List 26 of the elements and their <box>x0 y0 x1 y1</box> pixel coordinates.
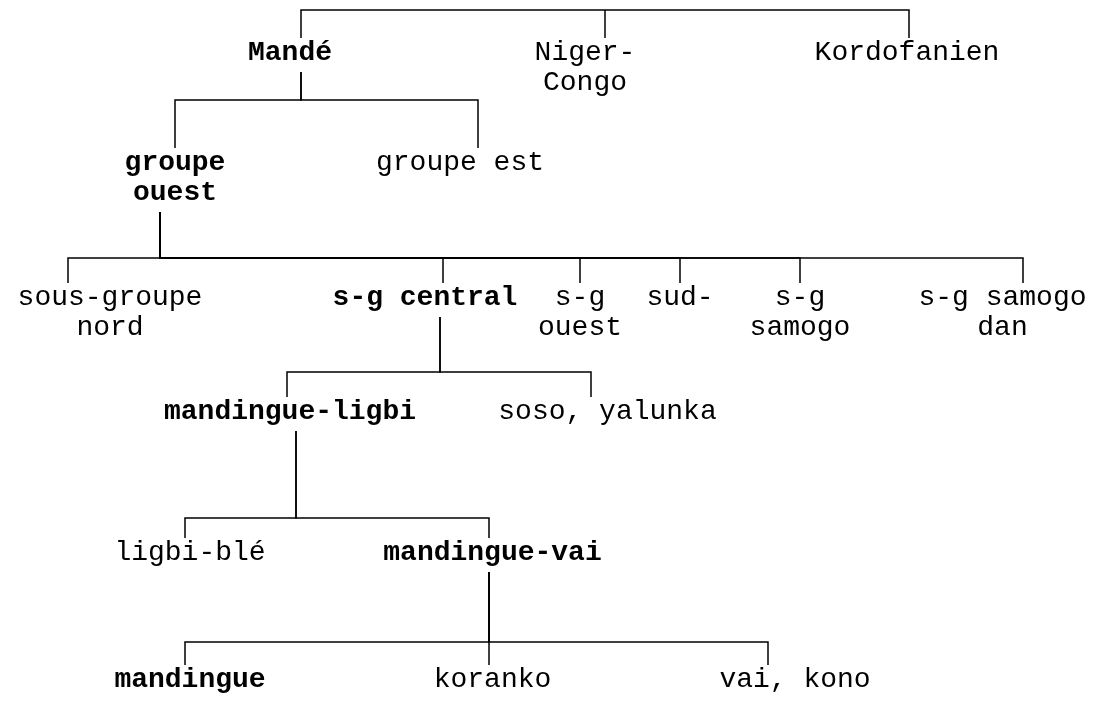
tree-label: Kordofanien <box>812 38 1002 68</box>
tree-connector <box>488 571 769 666</box>
tree-connector <box>159 211 1024 284</box>
tree-connector <box>295 430 490 539</box>
tree-connector <box>439 316 592 398</box>
tree-label: s-g ouest <box>535 283 625 343</box>
tree-label: mandingue <box>110 665 270 695</box>
tree-label: vai, kono <box>715 665 875 695</box>
tree-label: Niger-Congo <box>530 38 640 98</box>
tree-label: Mandé <box>248 38 332 68</box>
tree-label: koranko <box>430 665 555 695</box>
tree-label: ligbi-blé <box>110 538 270 568</box>
tree-label: sous-groupe nord <box>15 283 205 343</box>
tree-label: mandingue-vai <box>380 538 605 568</box>
tree-connector <box>300 9 606 39</box>
tree-label: groupe est <box>365 148 555 178</box>
tree-label: mandingue-ligbi <box>160 397 420 427</box>
tree-label: s-g samogo dan <box>915 283 1090 343</box>
tree-connector <box>300 71 479 149</box>
tree-label: sud- <box>640 283 720 313</box>
tree-label: groupe ouest <box>120 148 230 208</box>
tree-label: s-g central <box>330 283 520 313</box>
tree-label: soso, yalunka <box>495 397 720 427</box>
tree-connector <box>604 9 606 39</box>
tree-label: s-g samogo <box>745 283 855 343</box>
tree-connector <box>604 9 910 39</box>
